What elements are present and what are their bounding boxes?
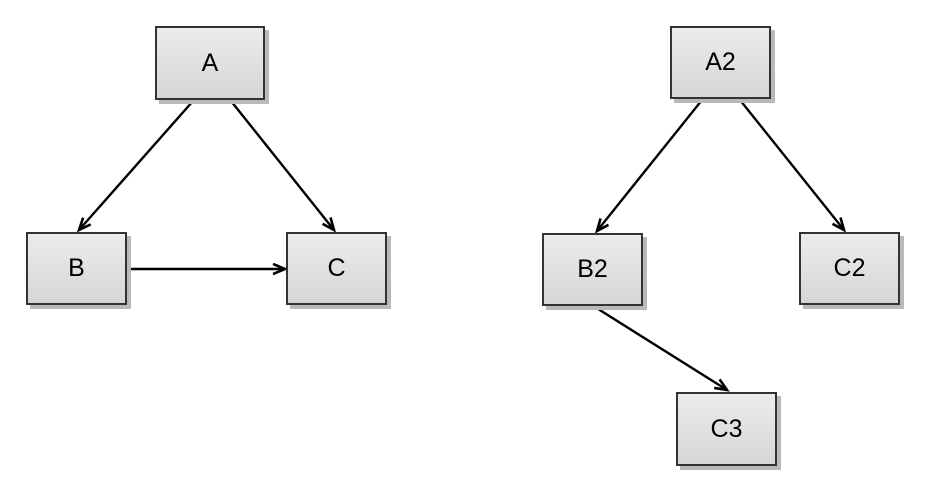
edge-line <box>594 305 728 392</box>
arrowhead-icon <box>713 378 730 392</box>
node-label: C <box>327 254 346 282</box>
arrowhead-icon <box>321 217 337 233</box>
edge-a-c[interactable] <box>230 100 337 233</box>
node-label: A2 <box>705 48 736 76</box>
node-b[interactable]: B <box>26 232 127 305</box>
edge-line <box>78 100 194 231</box>
arrowhead-icon <box>76 217 92 233</box>
edge-b-c[interactable] <box>128 262 289 276</box>
edge-line <box>230 100 335 231</box>
edge-a2-b2[interactable] <box>594 99 703 234</box>
arrowhead-icon <box>831 217 847 233</box>
node-label: B <box>68 254 85 282</box>
node-c[interactable]: C <box>286 232 387 305</box>
node-c2[interactable]: C2 <box>799 232 900 305</box>
node-b2[interactable]: B2 <box>542 233 643 306</box>
arrowhead-icon <box>272 262 289 276</box>
edge-a2-c2[interactable] <box>739 99 847 233</box>
edge-a-b[interactable] <box>76 100 194 233</box>
node-c3[interactable]: C3 <box>676 392 777 466</box>
node-label: C3 <box>710 414 743 443</box>
node-label: B2 <box>577 255 608 283</box>
node-a2[interactable]: A2 <box>670 26 771 99</box>
edge-line <box>596 99 703 232</box>
node-a[interactable]: A <box>155 26 265 100</box>
node-label: C2 <box>833 254 866 282</box>
arrowhead-icon <box>594 218 610 234</box>
edge-b2-c3[interactable] <box>594 305 730 392</box>
edge-line <box>739 99 845 231</box>
node-label: A <box>201 48 219 77</box>
